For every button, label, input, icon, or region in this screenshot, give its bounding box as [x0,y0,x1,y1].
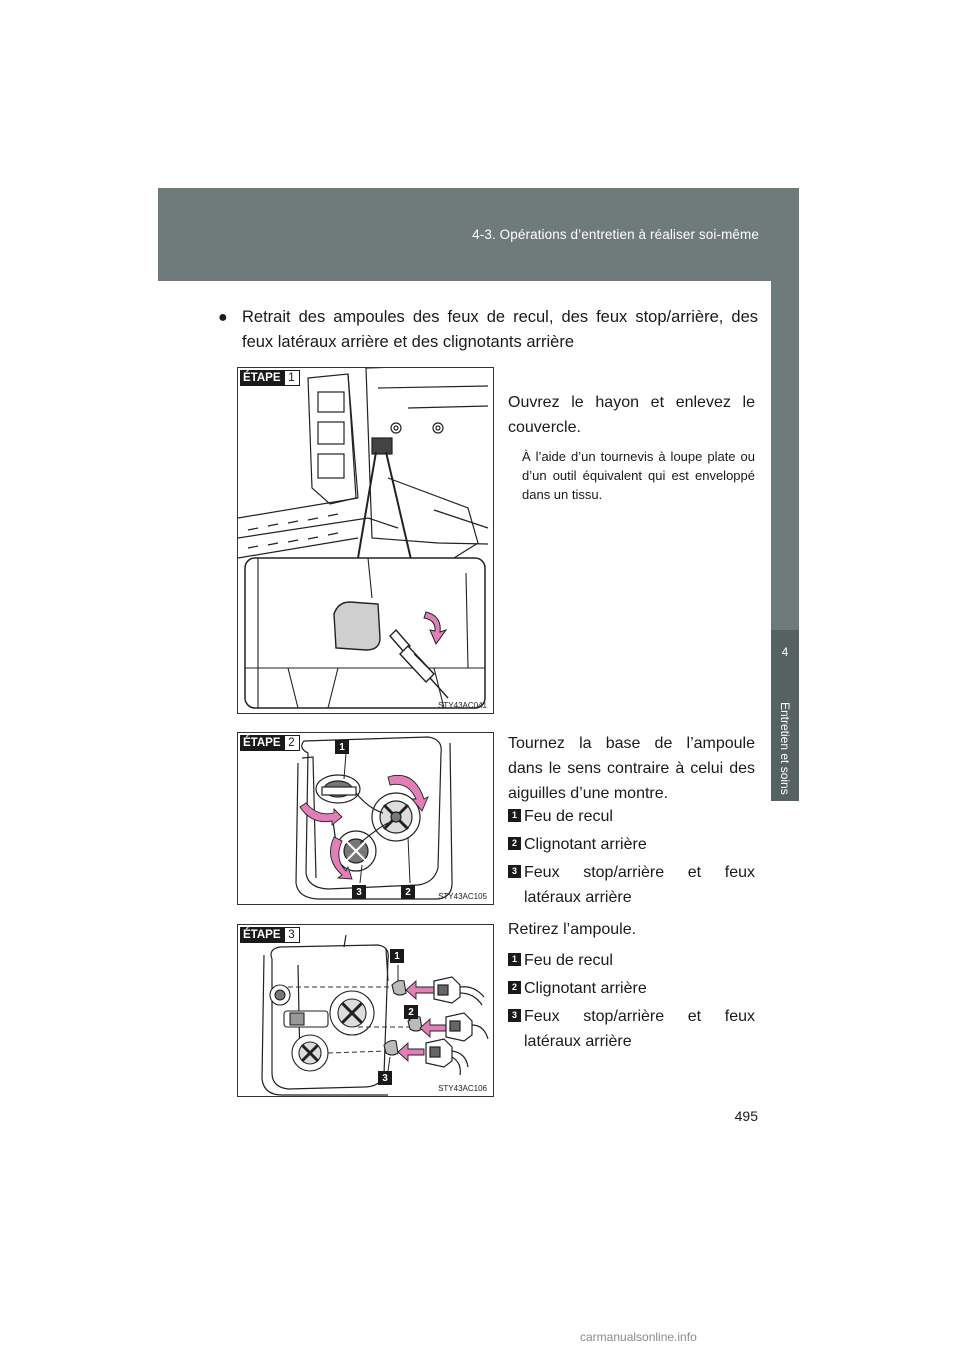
step-3-figure: ÉTAPE 3 1 2 3 STY43AC106 [237,924,494,1097]
figure-code: STY43AC041 [438,701,487,710]
legend-item: 2 Clignotant arrière [508,832,755,857]
step-2-instruction: Tournez la base de l’ampoule dans le sen… [508,735,755,802]
legend-item: 3 Feux stop/arrière et feux latéraux arr… [508,860,755,910]
step-badge-word: ÉTAPE [240,735,284,751]
step-badge-number: 2 [283,735,300,751]
legend-text: Feu de recul [524,808,613,825]
legend-marker: 2 [508,837,521,850]
step-badge-number: 1 [283,370,300,386]
legend-marker: 1 [508,809,521,822]
legend-text: Feu de recul [524,952,613,969]
legend-item: 3 Feux stop/arrière et feux latéraux arr… [508,1004,755,1054]
step-3-legend: 1 Feu de recul 2 Clignotant arrière 3 Fe… [508,948,755,1057]
callout-marker: 1 [390,949,404,963]
page-number: 495 [734,1108,758,1124]
watermark: carmanualsonline.info [580,1330,697,1344]
legend-marker: 2 [508,981,521,994]
section-header: 4-3. Opérations d’entretien à réaliser s… [158,188,799,281]
legend-text: Clignotant arrière [524,836,647,853]
step-3-badge: ÉTAPE 3 [240,927,300,943]
legend-text: Feux stop/arrière et feux latéraux arriè… [524,864,755,906]
bulb-removal-illustration [261,934,489,1096]
step-badge-word: ÉTAPE [240,370,284,386]
legend-marker: 1 [508,953,521,966]
chapter-number: 4 [781,645,789,659]
step-1-figure: ÉTAPE 1 STY43AC041 [237,367,494,714]
callout-marker: 2 [401,885,415,899]
callout-marker: 3 [378,1071,392,1085]
legend-item: 2 Clignotant arrière [508,976,755,1001]
step-1-badge: ÉTAPE 1 [240,370,300,386]
callout-marker: 1 [335,740,349,754]
section-title: 4-3. Opérations d’entretien à réaliser s… [472,227,759,242]
chapter-label: Entretien et soins [778,701,792,795]
step-badge-number: 3 [283,927,300,943]
legend-item: 1 Feu de recul [508,804,755,829]
bulb-base-rotation-illustration [295,736,453,900]
callout-marker: 3 [352,885,366,899]
legend-marker: 3 [508,865,521,878]
cover-removal-illustration [238,368,489,709]
intro-text: Retrait des ampoules des feux de recul, … [242,308,758,351]
step-2-legend: 1 Feu de recul 2 Clignotant arrière 3 Fe… [508,804,755,913]
legend-item: 1 Feu de recul [508,948,755,973]
intro-heading: ● Retrait des ampoules des feux de recul… [218,305,758,355]
legend-text: Feux stop/arrière et feux latéraux arriè… [524,1008,755,1050]
bullet-icon: ● [218,309,228,326]
step-2-figure: ÉTAPE 2 1 3 2 STY43AC105 [237,732,494,905]
chapter-tab [771,630,799,801]
step-1-note: À l’aide d’un tournevis à loupe plate ou… [522,449,755,502]
legend-marker: 3 [508,1009,521,1022]
legend-text: Clignotant arrière [524,980,647,997]
step-badge-word: ÉTAPE [240,927,284,943]
step-1-instruction: Ouvrez le hayon et enlevez le couvercle. [508,394,755,436]
callout-marker: 2 [404,1005,418,1019]
step-2-badge: ÉTAPE 2 [240,735,300,751]
figure-code: STY43AC106 [438,1084,487,1093]
figure-code: STY43AC105 [438,892,487,901]
step-3-instruction: Retirez l’ampoule. [508,921,637,938]
